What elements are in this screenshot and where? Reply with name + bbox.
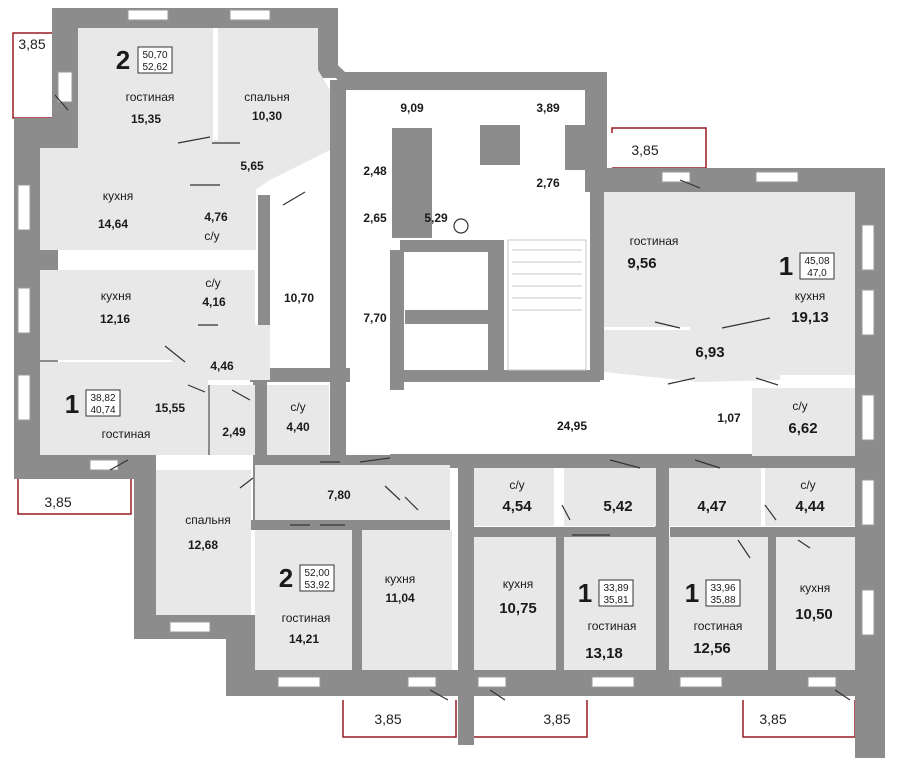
area-labels: 5,65 4,46 2,49 10,70 9,09 3,89 2,48 2,76… xyxy=(210,101,741,515)
staircase xyxy=(507,239,587,371)
room-area: 15,55 xyxy=(155,401,185,415)
apartment-area-living: 52,00 xyxy=(304,568,329,579)
room-name: с/у xyxy=(800,478,815,492)
room-name: кухня xyxy=(795,289,826,303)
apartment-rooms: 1 xyxy=(685,578,699,608)
apartment-area-total: 40,74 xyxy=(90,405,115,416)
area-label: 10,70 xyxy=(284,291,314,305)
room-name: с/у xyxy=(509,478,524,492)
area-label: 7,80 xyxy=(327,488,351,502)
balcony-labels: 3,85 3,85 3,85 3,85 3,85 3,85 xyxy=(18,36,786,727)
apartment-area-total: 35,81 xyxy=(603,595,628,606)
apartment-area-living: 33,96 xyxy=(710,583,735,594)
room-name: гостиная xyxy=(126,90,175,104)
room-name: кухня xyxy=(800,581,831,595)
room-name: спальня xyxy=(244,90,290,104)
balcony-label: 3,85 xyxy=(759,711,786,727)
apartment-badge: 2 52,00 53,92 xyxy=(279,563,335,593)
room-name: гостиная xyxy=(630,234,679,248)
apartment-badge: 1 33,89 35,81 xyxy=(578,578,634,608)
balcony-frame-ne xyxy=(611,127,707,169)
drain-symbol xyxy=(453,218,469,234)
room-name: спальня xyxy=(185,513,231,527)
apartment-badge: 2 50,70 52,62 xyxy=(116,45,173,75)
room-area: 19,13 xyxy=(791,309,829,326)
room-name: с/у xyxy=(290,400,305,414)
area-label: 5,29 xyxy=(424,211,448,225)
area-label: 1,07 xyxy=(717,411,741,425)
room-labels: гостиная 15,35 спальня 10,30 кухня 14,64… xyxy=(98,90,833,662)
area-label: 4,47 xyxy=(697,498,726,515)
room-area: 12,68 xyxy=(188,538,218,552)
room-area: 13,18 xyxy=(585,645,623,662)
room-area: 12,16 xyxy=(100,312,130,326)
room-name: гостиная xyxy=(102,427,151,441)
room-area: 6,62 xyxy=(788,420,817,437)
balcony-frame-s1 xyxy=(342,700,457,738)
apartment-area-total: 53,92 xyxy=(304,580,329,591)
room-area: 4,16 xyxy=(202,295,226,309)
room-name: гостиная xyxy=(282,611,331,625)
apartment-badge: 1 33,96 35,88 xyxy=(685,578,741,608)
area-label: 4,46 xyxy=(210,359,234,373)
room-area: 14,64 xyxy=(98,217,128,231)
room-name: кухня xyxy=(101,289,132,303)
room-area: 15,35 xyxy=(131,112,161,126)
balcony-label: 3,85 xyxy=(44,494,71,510)
room-name: гостиная xyxy=(588,619,637,633)
room-area: 14,21 xyxy=(289,632,319,646)
area-label: 6,93 xyxy=(695,344,724,361)
apartment-rooms: 1 xyxy=(779,251,793,281)
windows xyxy=(17,9,875,688)
room-area: 4,40 xyxy=(286,420,310,434)
area-label: 7,70 xyxy=(363,311,387,325)
room-name: с/у xyxy=(792,399,807,413)
doors xyxy=(54,94,851,701)
area-label: 9,09 xyxy=(400,101,424,115)
room-name: кухня xyxy=(103,189,134,203)
room-area: 11,04 xyxy=(385,591,415,605)
room-area: 4,76 xyxy=(204,210,228,224)
apartment-area-total: 52,62 xyxy=(142,62,167,73)
area-label: 5,65 xyxy=(240,159,264,173)
area-label: 5,42 xyxy=(603,498,632,515)
apartment-area-living: 33,89 xyxy=(603,583,628,594)
balcony-label: 3,85 xyxy=(374,711,401,727)
room-name: кухня xyxy=(503,577,534,591)
room-name: с/у xyxy=(204,229,219,243)
area-label: 2,76 xyxy=(536,176,560,190)
area-label: 2,48 xyxy=(363,164,387,178)
room-area: 12,56 xyxy=(693,640,731,657)
room-area: 10,50 xyxy=(795,606,833,623)
apartment-area-living: 45,08 xyxy=(804,256,829,267)
area-label: 2,49 xyxy=(222,425,246,439)
apartment-rooms: 1 xyxy=(578,578,592,608)
apartment-area-total: 47,0 xyxy=(807,268,827,279)
area-label: 3,89 xyxy=(536,101,560,115)
apartment-area-total: 35,88 xyxy=(710,595,735,606)
apartment-rooms: 1 xyxy=(65,389,79,419)
apartment-rooms: 2 xyxy=(116,45,130,75)
area-label: 24,95 xyxy=(557,419,587,433)
apartment-badge: 1 38,82 40,74 xyxy=(65,389,121,419)
balcony-label: 3,85 xyxy=(631,142,658,158)
room-area: 4,54 xyxy=(502,498,532,515)
balcony-label: 3,85 xyxy=(18,36,45,52)
room-name: с/у xyxy=(205,276,220,290)
apartment-area-living: 38,82 xyxy=(90,393,115,404)
room-name: гостиная xyxy=(694,619,743,633)
balcony-label: 3,85 xyxy=(543,711,570,727)
room-area: 10,75 xyxy=(499,600,537,617)
room-name: кухня xyxy=(385,572,416,586)
balcony-frame-w xyxy=(17,468,132,515)
room-fills xyxy=(40,28,855,670)
apartment-area-living: 50,70 xyxy=(142,50,167,61)
apartment-badge: 1 45,08 47,0 xyxy=(779,251,835,281)
apartment-rooms: 2 xyxy=(279,563,293,593)
room-area: 9,56 xyxy=(627,255,656,272)
room-area: 10,30 xyxy=(252,109,282,123)
room-area: 4,44 xyxy=(795,498,825,515)
area-label: 2,65 xyxy=(363,211,387,225)
